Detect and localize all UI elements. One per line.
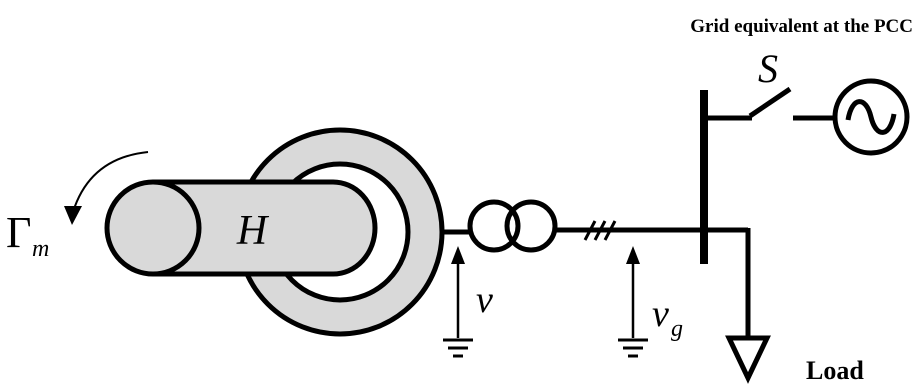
torque-rotation-arrow (64, 151, 149, 225)
load-label: Load (806, 356, 864, 385)
grid-equivalent-title: Grid equivalent at the PCC (690, 16, 913, 37)
grid-voltage-label: v (652, 293, 669, 335)
switch-icon (748, 86, 792, 119)
load-icon (725, 335, 771, 384)
ground-icon (618, 338, 648, 358)
voltage-label: v (476, 279, 493, 321)
ac-source-icon (832, 78, 910, 156)
grid-voltage-subscript: g (671, 316, 683, 342)
load-feeder-line (704, 227, 751, 338)
torque-subscript: m (32, 236, 49, 262)
inertia-shaft (104, 179, 378, 277)
switch-label: S (758, 46, 778, 91)
three-phase-marks (583, 220, 617, 241)
grid-voltage-arrow (626, 246, 640, 338)
torque-label: Γ (6, 208, 31, 257)
inertia-label: H (236, 208, 270, 254)
voltage-arrow (451, 246, 465, 338)
ground-icon (443, 338, 473, 358)
transformer-icon (467, 199, 558, 253)
